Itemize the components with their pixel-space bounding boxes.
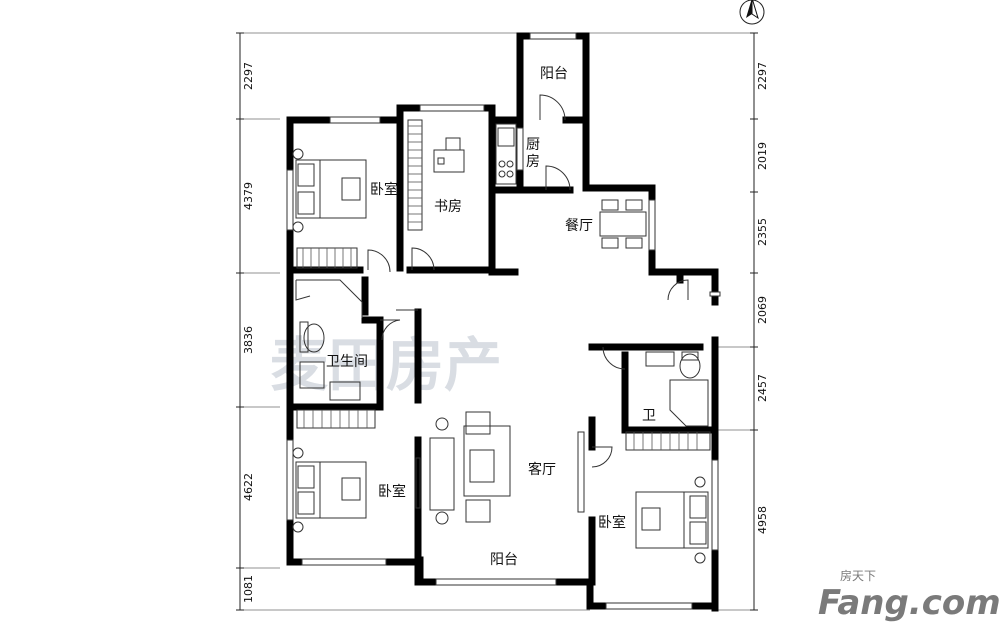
windows <box>286 32 721 610</box>
dim-left-4: 4622 <box>242 473 255 501</box>
tv-cabinet-icon <box>415 431 585 513</box>
brand-small-text: 房天下 <box>840 568 876 583</box>
north-arrow-icon <box>739 0 765 25</box>
bathroom-fixtures-icon <box>645 351 709 427</box>
room-label-bathroom-e: 卫 <box>642 408 656 424</box>
room-label-balcony-top: 阳台 <box>540 66 568 82</box>
watermark-text: 麦田房产 <box>270 331 502 399</box>
kitchen-icon <box>495 123 517 185</box>
bathroom-fixtures-icon <box>295 279 363 401</box>
room-label-study: 书房 <box>434 199 462 215</box>
room-label-bedroom-nw: 卧室 <box>370 181 398 198</box>
bed-icon <box>292 148 367 233</box>
brand-large-text: Fang.com <box>818 583 1000 623</box>
dim-left-3: 3836 <box>242 326 255 354</box>
desk-icon <box>433 137 465 173</box>
room-label-kitchen-1: 厨 <box>526 137 540 153</box>
bed-icon <box>635 476 709 564</box>
door-swings <box>367 94 689 468</box>
dimension-lines-left <box>236 32 590 611</box>
dim-right-3: 2355 <box>756 218 769 246</box>
room-label-living: 客厅 <box>528 461 556 478</box>
dim-right-6: 4958 <box>756 506 769 534</box>
dim-left-1: 2297 <box>242 62 255 90</box>
room-label-bathroom-w: 卫生间 <box>326 354 368 370</box>
wardrobe-lines <box>302 125 698 450</box>
dining-table-icon <box>599 199 647 249</box>
dim-left-5: 1081 <box>242 575 255 603</box>
room-label-balcony-bottom: 阳台 <box>490 552 518 568</box>
room-label-kitchen-2: 房 <box>526 154 540 170</box>
room-label-bedroom-sw: 卧室 <box>378 483 406 500</box>
dim-right-2: 2019 <box>756 142 769 170</box>
bed-icon <box>292 447 367 533</box>
dim-right-4: 2069 <box>756 296 769 324</box>
sofa-set-icon <box>429 411 511 525</box>
room-label-dining: 餐厅 <box>565 218 593 234</box>
room-label-bedroom-se: 卧室 <box>598 514 626 531</box>
dim-left-2: 4379 <box>242 182 255 210</box>
brand-logo: 房天下 Fang.com <box>818 568 1000 623</box>
dim-right-5: 2457 <box>756 374 769 402</box>
dim-right-1: 2297 <box>756 62 769 90</box>
dimension-lines-right <box>586 32 758 611</box>
